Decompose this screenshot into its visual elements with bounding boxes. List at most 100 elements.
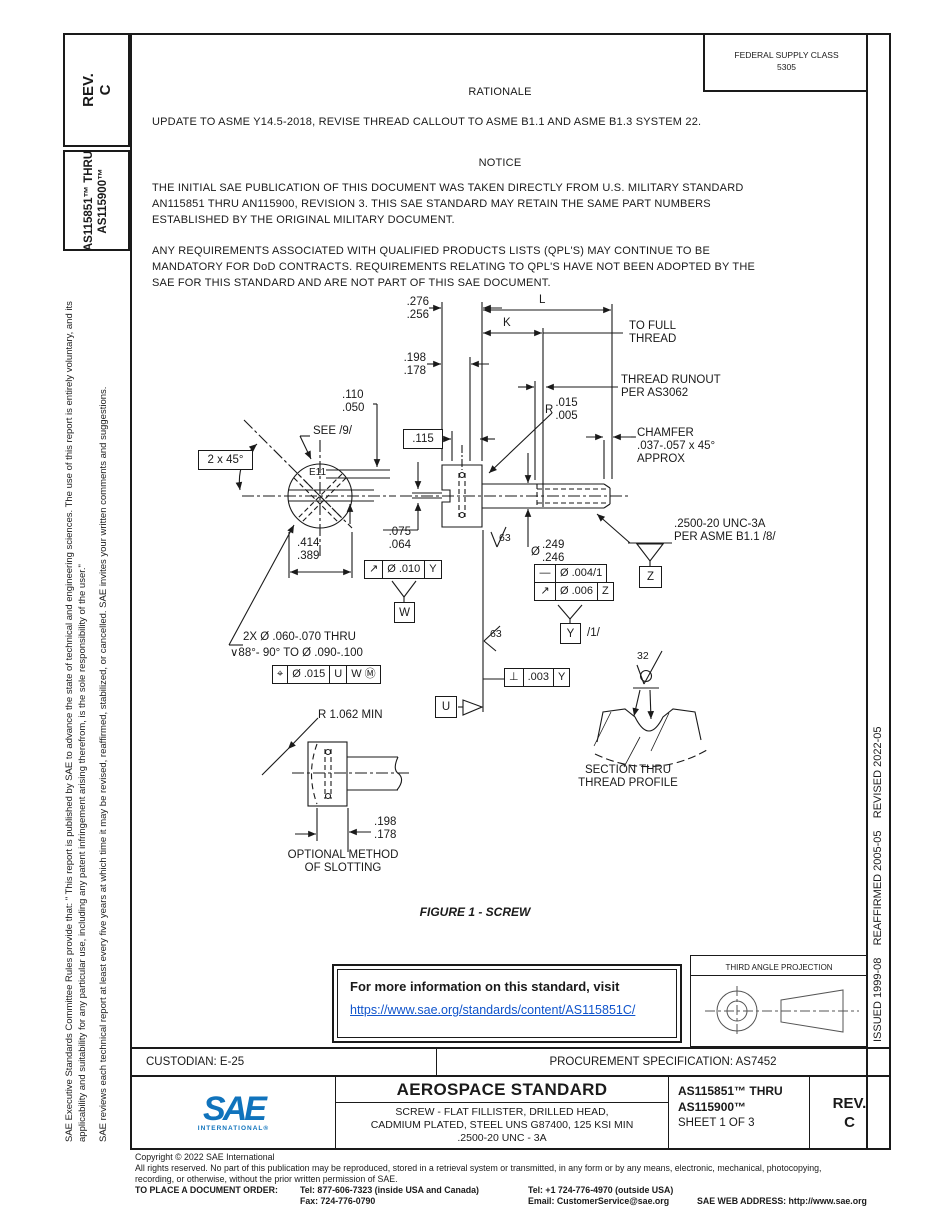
radius-values: .015 .005 bbox=[555, 397, 578, 422]
copyright-block: Copyright © 2022 SAE International All r… bbox=[135, 1152, 875, 1207]
rev-box: REV. C bbox=[63, 33, 130, 147]
dim-slot-width: .110 .050 bbox=[342, 389, 365, 414]
notice-p2-line1: ANY REQUIREMENTS ASSOCIATED WITH QUALIFI… bbox=[152, 245, 710, 257]
top-dimensions bbox=[383, 302, 636, 547]
procurement-cell: PROCUREMENT SPECIFICATION: AS7452 bbox=[549, 1056, 777, 1068]
custodian-row: CUSTODIAN: E-25 PROCUREMENT SPECIFICATIO… bbox=[130, 1047, 891, 1077]
position-tolerance: Ø .015 bbox=[288, 665, 331, 684]
optional-label: OPTIONAL METHOD OF SLOTTING bbox=[287, 849, 399, 874]
copyright-line-1: Copyright © 2022 SAE International bbox=[135, 1152, 275, 1162]
copyright-line-2: All rights reserved. No part of this pub… bbox=[135, 1163, 822, 1173]
custodian-cell: CUSTODIAN: E-25 bbox=[132, 1049, 437, 1075]
perpendicularity-symbol: ⊥ bbox=[504, 668, 524, 687]
perpendicularity-datum: Y bbox=[554, 668, 571, 687]
runout-symbol: ↗ bbox=[364, 560, 384, 579]
notice-p1-line2: AN115851 THRU AN115900, REVISION 3. THIS… bbox=[152, 198, 711, 210]
notice-p2-line3: SAE FOR THIS STANDARD AND ARE NOT PART O… bbox=[152, 277, 551, 289]
fsc-label: FEDERAL SUPPLY CLASS bbox=[734, 50, 839, 60]
third-angle-icon bbox=[705, 986, 859, 1036]
notice-p1-line3: ESTABLISHED BY THE ORIGINAL MILITARY DOC… bbox=[152, 214, 455, 226]
dim-slot-depth: .198 .178 bbox=[403, 352, 426, 377]
email: Email: CustomerService@sae.org bbox=[528, 1196, 670, 1206]
dia-prefix: Ø bbox=[531, 545, 540, 558]
projection-box: THIRD ANGLE PROJECTION bbox=[690, 955, 868, 1047]
note-thread-callout: .2500-20 UNC-3A PER ASME B1.1 /8/ bbox=[674, 518, 776, 543]
revision-history: ISSUED 1999-08 REAFFIRMED 2005-05 REVISE… bbox=[872, 726, 884, 1042]
straightness-tolerance: Ø .004/1 bbox=[556, 564, 608, 583]
section-label: SECTION THRU THREAD PROFILE bbox=[578, 764, 678, 789]
gdt-elements bbox=[391, 513, 672, 716]
note-holes-2: ∨88°- 90° TO Ø .090-.100 bbox=[230, 647, 363, 659]
projection-label: THIRD ANGLE PROJECTION bbox=[691, 956, 867, 976]
doc-number-cell: AS115851™ THRU AS115900™ SHEET 1 OF 3 bbox=[669, 1077, 810, 1148]
part-range-box: AS115851™ THRU AS115900™ bbox=[63, 150, 130, 251]
fax: Fax: 724-776-0790 bbox=[300, 1196, 376, 1206]
copyright-line-3: recording, or otherwise, without the pri… bbox=[135, 1174, 398, 1184]
datum-y-box: Y bbox=[560, 623, 581, 644]
dim-r1062: R 1.062 MIN bbox=[318, 709, 383, 721]
ref-note-1: /1/ bbox=[587, 627, 600, 639]
sae-logo: SAE bbox=[203, 1090, 267, 1128]
straightness-symbol: — bbox=[534, 564, 556, 583]
info-box-text: For more information on this standard, v… bbox=[350, 979, 620, 994]
note-thread-runout: THREAD RUNOUT PER AS3062 bbox=[621, 374, 721, 399]
doc-numbers: AS115851™ THRU AS115900™ bbox=[678, 1084, 783, 1114]
runout-tolerance: Ø .010 bbox=[383, 560, 426, 579]
rev-cell: REV. C bbox=[832, 1094, 867, 1131]
order-row-1: TO PLACE A DOCUMENT ORDER: Tel: 877-606-… bbox=[135, 1185, 875, 1196]
fcf-position-holes: ⌖ Ø .015 U W Ⓜ bbox=[272, 665, 381, 684]
note-chamfer: CHAMFER .037-.057 x 45° APPROX bbox=[637, 427, 716, 465]
datum-u-box: U bbox=[435, 696, 457, 718]
dim-slot-depth-2: .198 .178 bbox=[374, 816, 397, 841]
dim-K: K bbox=[503, 317, 511, 329]
perpendicularity-tolerance: .003 bbox=[523, 668, 555, 687]
rationale-body: UPDATE TO ASME Y14.5-2018, REVISE THREAD… bbox=[152, 116, 702, 128]
legal-paragraph-2: SAE reviews each technical report at lea… bbox=[98, 386, 109, 1142]
radius-prefix: R bbox=[545, 403, 554, 416]
datum-w-box: W bbox=[394, 602, 415, 623]
rationale-title: RATIONALE bbox=[468, 86, 532, 98]
legal-text-column: SAE Executive Standards Committee Rules … bbox=[64, 286, 111, 1142]
standard-link[interactable]: https://www.sae.org/standards/content/AS… bbox=[350, 1003, 636, 1017]
standard-title-cell: AEROSPACE STANDARD SCREW - FLAT FILLISTE… bbox=[336, 1077, 669, 1148]
title-line-3: .2500-20 UNC - 3A bbox=[457, 1132, 547, 1144]
tel-outside: Tel: +1 724-776-4970 (outside USA) bbox=[528, 1185, 674, 1195]
position-symbol: ⌖ bbox=[272, 665, 289, 684]
fcf-runout-head: ↗ Ø .010 Y bbox=[364, 560, 442, 579]
datum-z-box: Z bbox=[639, 566, 662, 588]
notice-p2-line2: MANDATORY FOR DoD CONTRACTS. REQUIREMENT… bbox=[152, 261, 756, 273]
dim-head-dia: .414 .389 bbox=[297, 537, 320, 562]
fcf-perpendicularity: ⊥ .003 Y bbox=[504, 668, 571, 687]
optional-slotting-view bbox=[261, 717, 412, 852]
fsc-box: FEDERAL SUPPLY CLASS 5305 bbox=[703, 35, 868, 92]
legal-paragraph-1: SAE Executive Standards Committee Rules … bbox=[64, 301, 88, 1142]
runout2-symbol: ↗ bbox=[534, 581, 556, 601]
figure-drawing bbox=[228, 302, 708, 852]
head-front-view bbox=[228, 403, 396, 646]
dim-fillet-radius: R .015 .005 bbox=[545, 397, 578, 423]
rev-box-label: REV. C bbox=[79, 73, 114, 107]
thread-section bbox=[593, 650, 708, 768]
info-box: For more information on this standard, v… bbox=[332, 964, 682, 1043]
finish-63-shank: 63 bbox=[499, 532, 511, 544]
runout2-datum: Z bbox=[598, 581, 614, 601]
dim-075: .075 .064 bbox=[388, 526, 411, 551]
sae-logo-cell: SAE INTERNATIONAL® bbox=[132, 1077, 336, 1148]
dim-2x45: 2 x 45° bbox=[198, 450, 253, 470]
note-holes-1: 2X Ø .060-.070 THRU bbox=[243, 631, 356, 643]
fsc-value: 5305 bbox=[777, 62, 796, 72]
runout2-tolerance: Ø .006 bbox=[556, 581, 599, 601]
notice-title: NOTICE bbox=[478, 157, 522, 169]
order-label: TO PLACE A DOCUMENT ORDER: bbox=[135, 1185, 278, 1195]
dim-head-width: .276 .256 bbox=[406, 296, 429, 321]
runout-datum: Y bbox=[425, 560, 442, 579]
screw-side-view bbox=[400, 464, 630, 528]
outer-right-border bbox=[889, 33, 891, 1150]
outer-top-border bbox=[130, 33, 891, 35]
dia-values: .249 .246 bbox=[541, 539, 565, 564]
web-address: SAE WEB ADDRESS: http://www.sae.org bbox=[697, 1196, 867, 1206]
label-e11: E11 bbox=[309, 467, 327, 478]
dim-shank-dia: Ø .249 .246 bbox=[531, 539, 564, 565]
note-to-full-thread: TO FULL THREAD bbox=[629, 320, 677, 345]
